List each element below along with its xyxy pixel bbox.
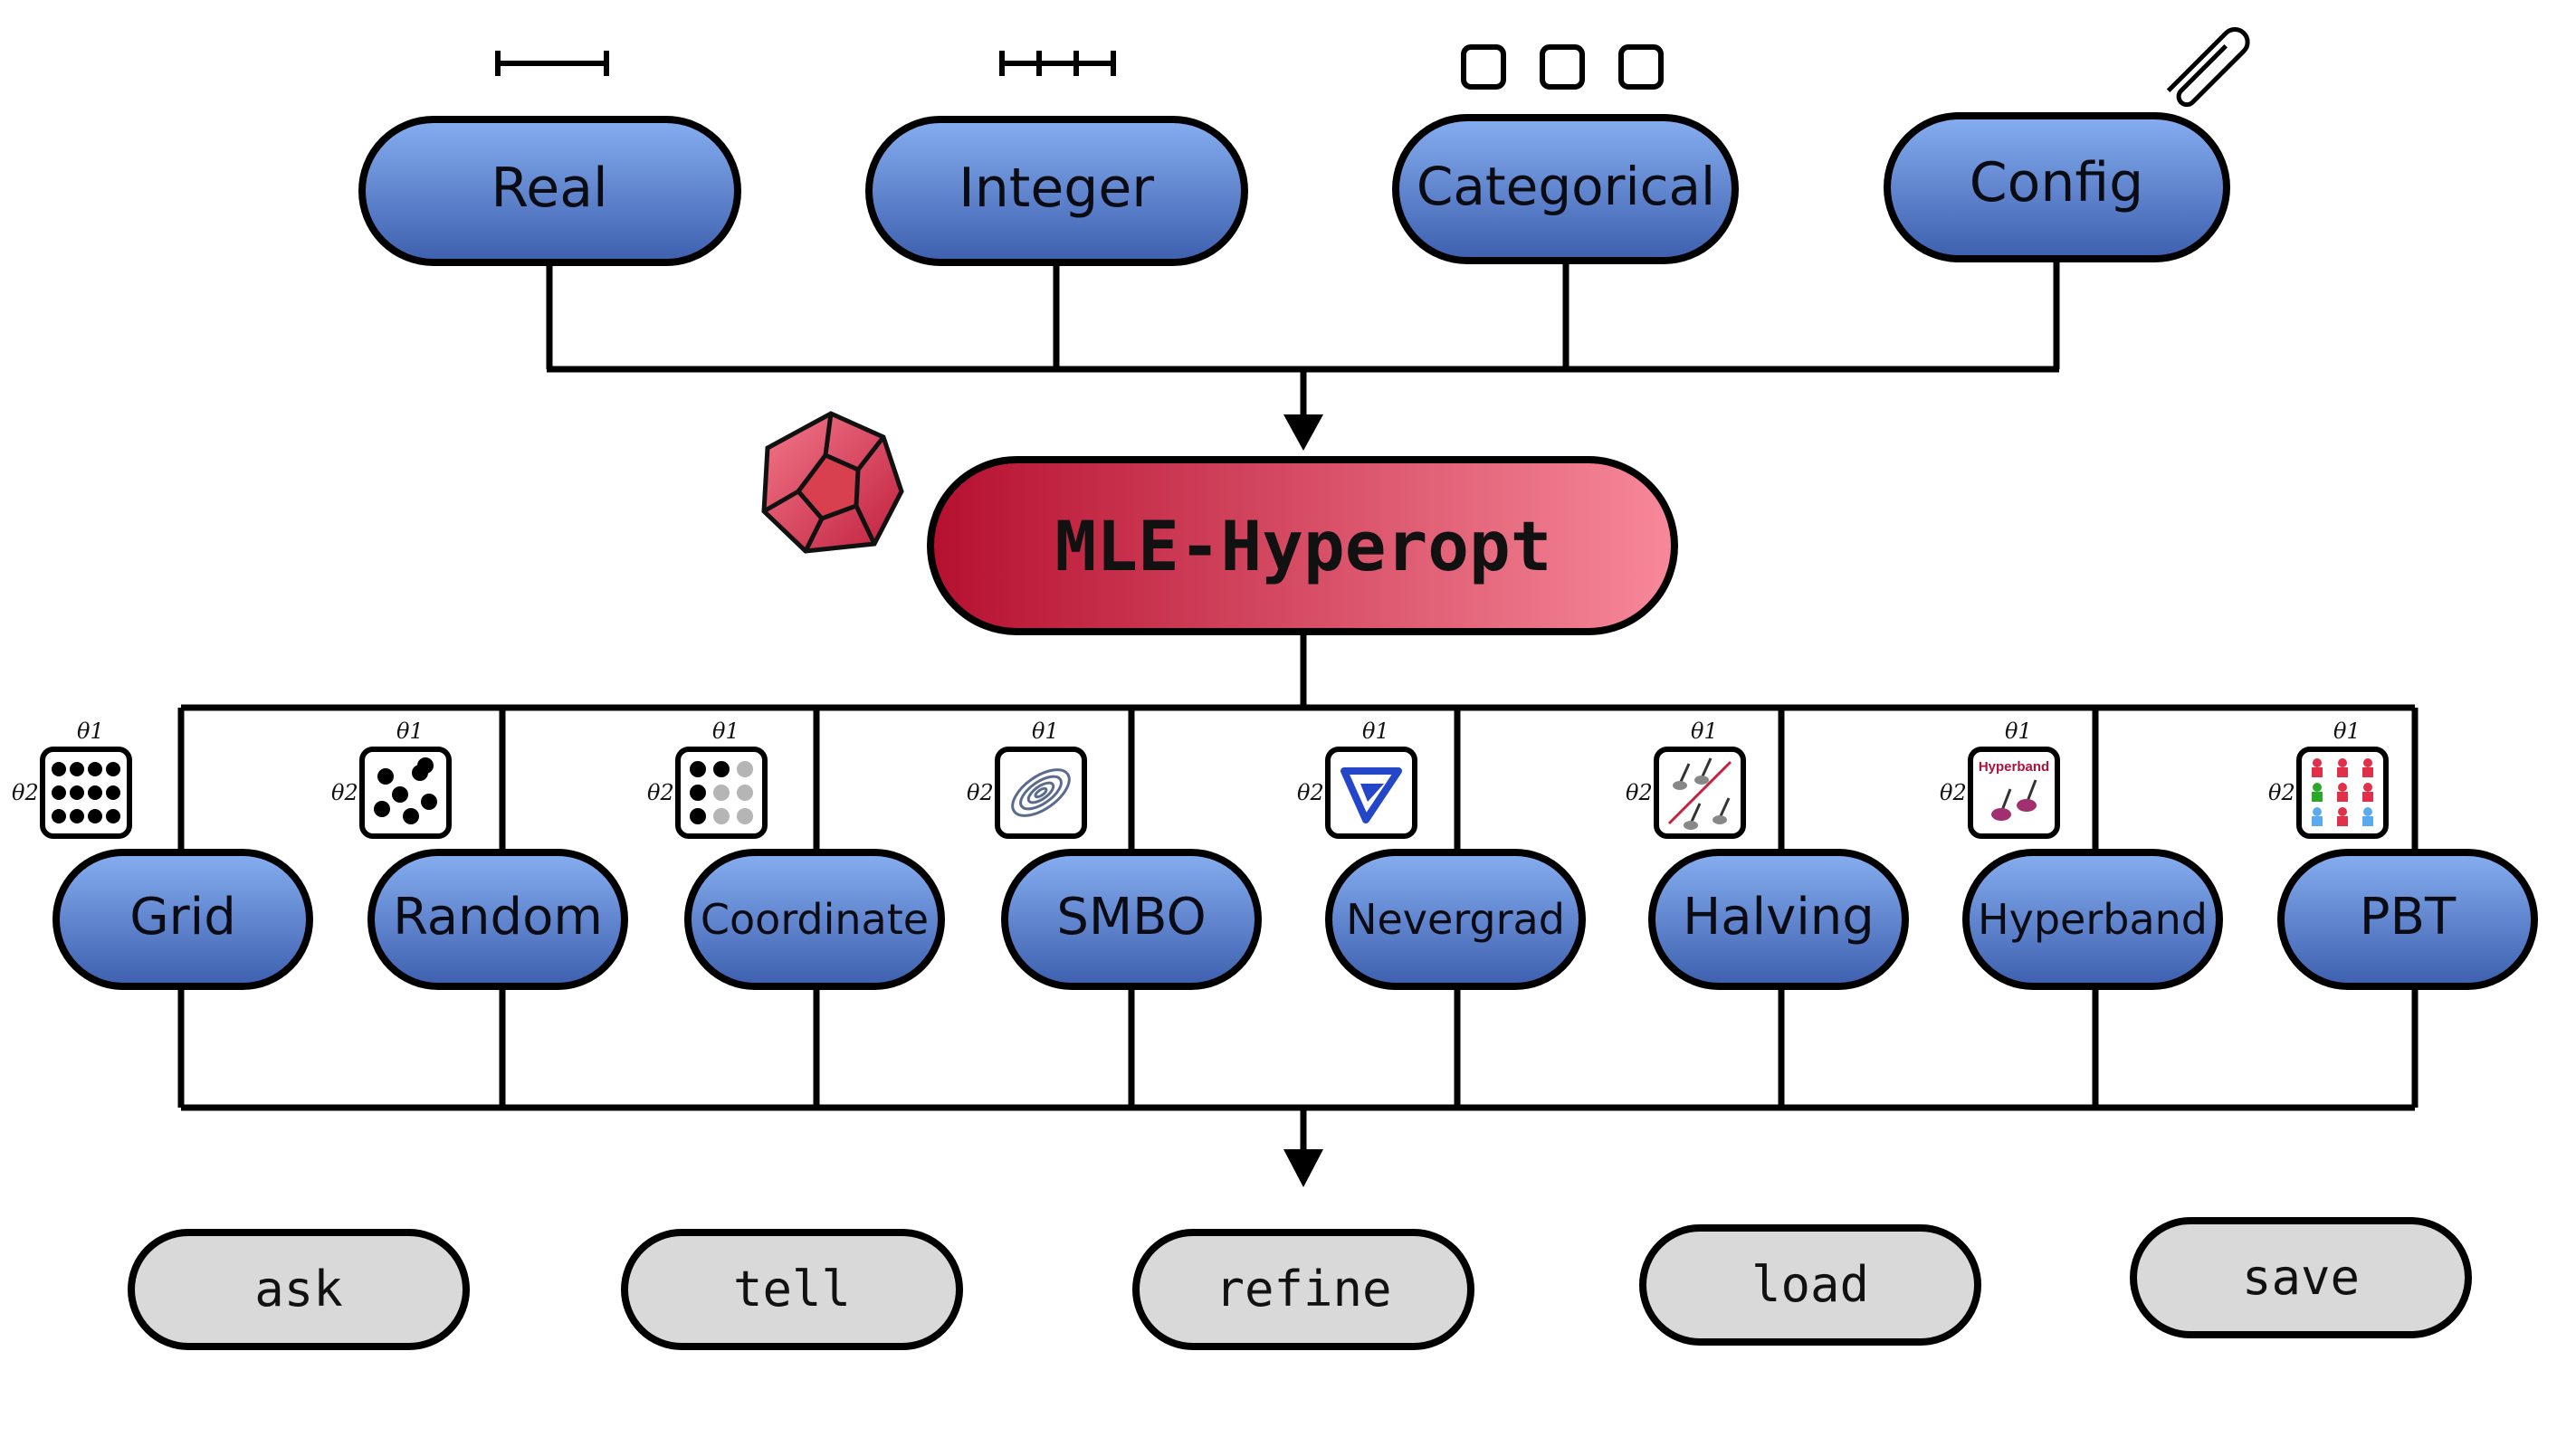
top-connectors	[546, 262, 2060, 421]
page-title: MLE-Hyperopt	[1054, 506, 1551, 586]
gem-logo-icon	[761, 411, 904, 554]
space-label-config: Config	[1970, 151, 2144, 214]
theta2-label: θ2	[12, 780, 39, 805]
theta2-label: θ2	[1626, 780, 1653, 805]
mle-hyperopt-node[interactable]: MLE-Hyperopt	[927, 456, 1678, 635]
strategy-pbt[interactable]: PBT θ1 θ2	[2268, 718, 2538, 990]
paperclip-icon	[2166, 27, 2250, 108]
three-boxes-icon	[1461, 44, 1664, 90]
halving-icon: θ1 θ2	[1626, 718, 1746, 839]
space-real[interactable]: Real	[358, 116, 741, 266]
arrow-down-icon	[1283, 1149, 1323, 1187]
theta1-label: θ1	[1032, 718, 1059, 744]
space-categorical[interactable]: Categorical	[1392, 114, 1739, 264]
strategy-label: Nevergrad	[1346, 895, 1565, 944]
theta2-label: θ2	[1940, 780, 1967, 805]
theta2-label: θ2	[967, 780, 994, 805]
space-integer[interactable]: Integer	[865, 116, 1248, 266]
strategy-label: Random	[393, 888, 603, 947]
theta1-label: θ1	[2005, 718, 2032, 744]
space-label-integer: Integer	[959, 157, 1154, 220]
grid-dots-icon: θ1 θ2	[12, 718, 132, 839]
refine-button[interactable]: refine	[1132, 1229, 1474, 1350]
save-button[interactable]: save	[2130, 1217, 2472, 1338]
pbt-population-icon: θ1 θ2	[2268, 718, 2389, 839]
strategy-halving[interactable]: Halving θ1 θ2	[1626, 718, 1909, 990]
theta2-label: θ2	[2268, 780, 2295, 805]
strategy-grid[interactable]: Grid θ1 θ2	[12, 718, 313, 990]
interval-bar-icon	[495, 51, 609, 76]
load-label: load	[1751, 1256, 1869, 1313]
theta2-label: θ2	[1297, 780, 1324, 805]
strategy-smbo[interactable]: SMBO θ1 θ2	[967, 718, 1262, 990]
random-dots-icon: θ1 θ2	[331, 718, 452, 839]
theta1-label: θ1	[77, 718, 104, 744]
ask-button[interactable]: ask	[128, 1229, 470, 1350]
integer-ticks-icon	[999, 51, 1116, 76]
theta1-label: θ1	[1362, 718, 1389, 744]
strategy-label: Hyperband	[1978, 895, 2208, 944]
tell-label: tell	[733, 1261, 851, 1318]
coordinate-dots-icon: θ1 θ2	[647, 718, 768, 839]
nevergrad-logo-icon: θ1 θ2	[1297, 718, 1417, 839]
theta1-label: θ1	[396, 718, 424, 744]
load-button[interactable]: load	[1639, 1224, 1981, 1346]
space-config[interactable]: Config	[1884, 112, 2230, 262]
strategy-coordinate[interactable]: Coordinate θ1 θ2	[647, 718, 945, 990]
strategy-label: SMBO	[1056, 888, 1206, 947]
strategy-label: Coordinate	[701, 895, 929, 944]
space-label-categorical: Categorical	[1417, 156, 1715, 217]
save-label: save	[2242, 1249, 2360, 1306]
theta1-label: θ1	[2333, 718, 2361, 744]
hyperband-badge-label: Hyperband	[1979, 759, 2049, 775]
contour-ellipses-icon: θ1 θ2	[967, 718, 1087, 839]
space-label-real: Real	[491, 157, 607, 220]
theta1-label: θ1	[712, 718, 739, 744]
theta2-label: θ2	[647, 780, 674, 805]
theta2-label: θ2	[331, 780, 358, 805]
strategy-label: Grid	[129, 888, 236, 947]
ask-label: ask	[254, 1261, 343, 1318]
arrow-down-icon	[1283, 414, 1323, 451]
refine-label: refine	[1215, 1261, 1391, 1318]
tell-button[interactable]: tell	[621, 1229, 963, 1350]
strategy-random[interactable]: Random θ1 θ2	[331, 718, 628, 990]
strategy-connectors	[177, 632, 2419, 1154]
strategy-label: Halving	[1683, 888, 1875, 947]
strategy-label: PBT	[2360, 888, 2457, 947]
strategy-nevergrad[interactable]: Nevergrad θ1 θ2	[1297, 718, 1586, 990]
theta1-label: θ1	[1691, 718, 1718, 744]
hyperband-icon: Hyperband θ1 θ2	[1940, 718, 2060, 839]
